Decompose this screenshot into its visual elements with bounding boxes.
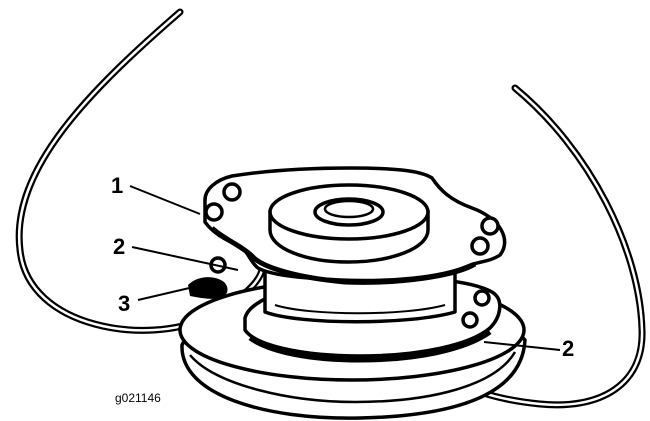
callout-label-1: 1 [111, 173, 124, 198]
center-boss [268, 183, 430, 264]
eyelet-hole [470, 236, 490, 256]
eyelet-hole [222, 182, 242, 202]
eyelet-hole [204, 202, 224, 222]
eyelet-hole [473, 289, 491, 307]
left-trimmer-line [15, 8, 266, 334]
line-locking-notch [188, 277, 228, 299]
callout-label-3: 3 [118, 291, 131, 316]
eyelet-hole [480, 216, 500, 236]
figure-id: g021146 [115, 391, 161, 405]
eyelet-hole [461, 311, 479, 329]
callout-label-2: 2 [113, 234, 126, 259]
leader-lines [129, 185, 561, 351]
callout-label-2-right: 2 [562, 336, 575, 361]
